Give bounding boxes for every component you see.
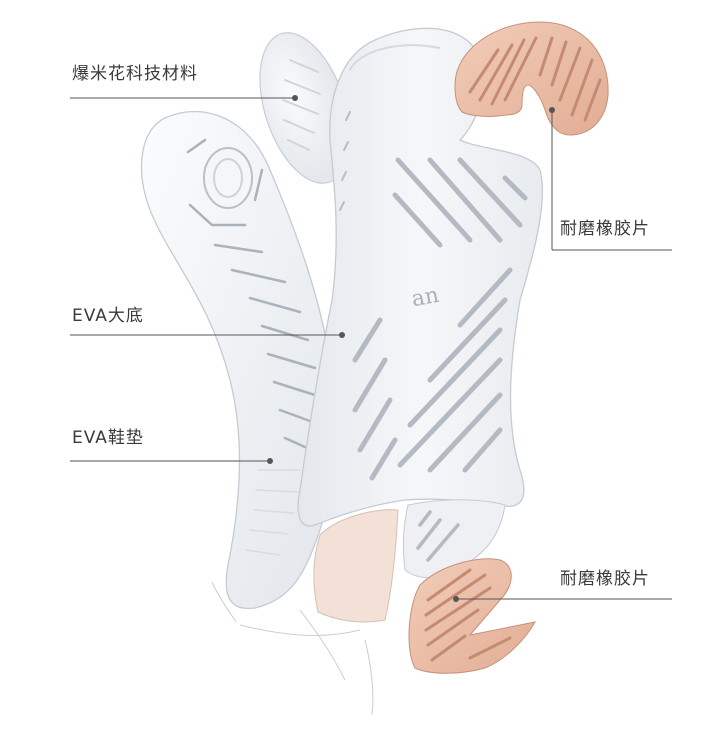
leader-dots bbox=[267, 95, 555, 602]
rubber-heel-piece bbox=[454, 21, 609, 136]
label-rubber-forefoot: 耐磨橡胶片 bbox=[560, 569, 650, 589]
outsole-logo: an bbox=[410, 283, 441, 312]
sketch-marks bbox=[211, 581, 374, 716]
label-eva-outsole: EVA大底 bbox=[72, 306, 144, 326]
label-eva-insole: EVA鞋垫 bbox=[72, 428, 144, 448]
rubber-forefoot-piece bbox=[408, 558, 536, 674]
eva-outsole: an bbox=[297, 27, 544, 623]
label-rubber-heel: 耐磨橡胶片 bbox=[560, 219, 650, 239]
label-popcorn-material: 爆米花科技材料 bbox=[72, 64, 198, 84]
eva-insole bbox=[140, 110, 336, 610]
leader-lines bbox=[70, 97, 672, 600]
